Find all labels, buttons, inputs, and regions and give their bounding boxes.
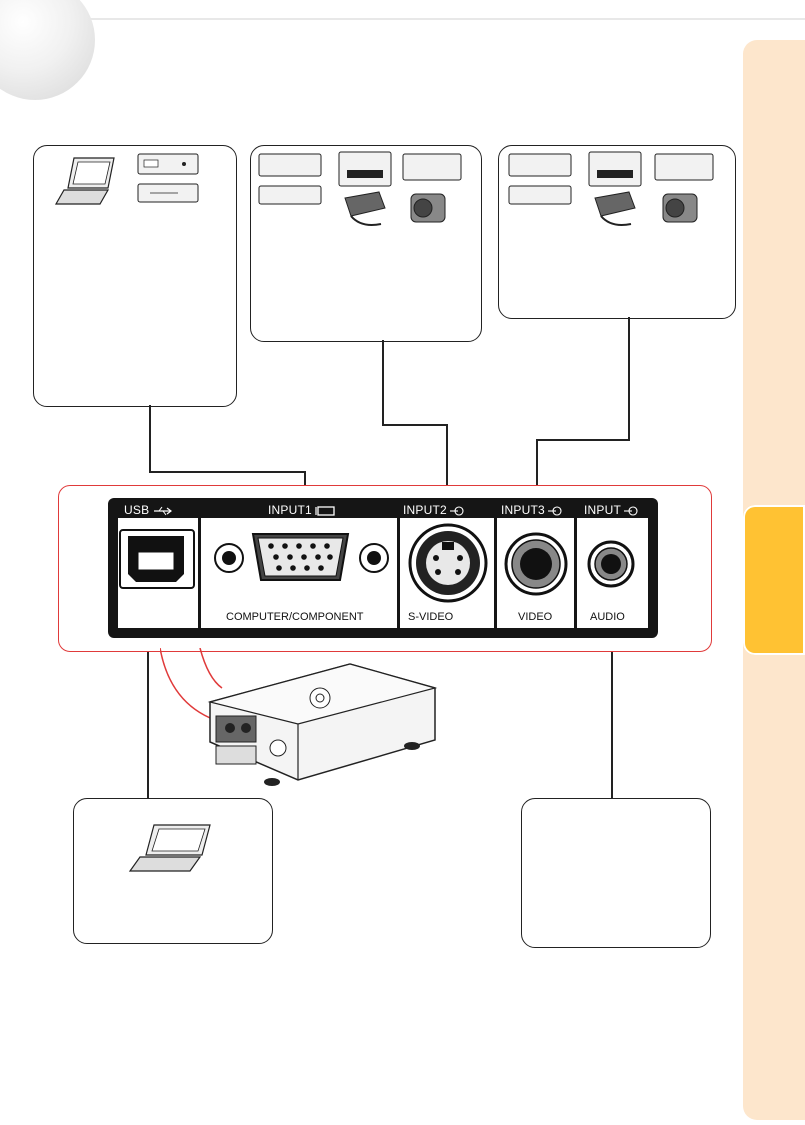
- corner-decoration: [0, 0, 95, 100]
- laptop-icon: [128, 824, 211, 872]
- laptop-dvd-icon: [54, 153, 199, 205]
- vcr-dvd-camcorder-icon: [258, 151, 462, 226]
- usb-label: USB: [124, 503, 173, 517]
- audio-label: AUDIO: [590, 611, 625, 623]
- wire-computer-horizontal: [149, 471, 306, 473]
- audio-jack[interactable]: [587, 540, 635, 588]
- connectors: [119, 523, 635, 603]
- computer-component-label: COMPUTER/COMPONENT: [226, 611, 364, 623]
- input2-label: INPUT2: [403, 503, 466, 517]
- callout-line: [160, 648, 223, 721]
- panel-divider: [574, 500, 577, 628]
- wire-audio: [611, 565, 613, 798]
- projector-illustration: [207, 663, 438, 786]
- vcr-dvd-camcorder-icon-2: [508, 151, 714, 226]
- wire-video-vertical: [628, 317, 630, 441]
- video-devices-box: [498, 145, 736, 319]
- s-video-port[interactable]: [408, 523, 488, 603]
- input3-label: INPUT3: [501, 503, 564, 517]
- usb-port[interactable]: [119, 529, 195, 589]
- input-arrow-icon: [548, 506, 562, 516]
- s-video-devices-box: [250, 145, 482, 342]
- wire-video-horizontal: [536, 439, 630, 441]
- panel-divider: [494, 500, 497, 628]
- wire-svideo-horizontal: [382, 424, 448, 426]
- header-rule: [40, 18, 805, 20]
- side-tab-active[interactable]: [743, 505, 805, 655]
- panel-divider: [198, 500, 201, 628]
- audio-input-label: INPUT: [584, 503, 640, 517]
- usb-computer-box: [73, 798, 273, 944]
- input-arrow-icon: [450, 506, 464, 516]
- input-arrow-icon: [624, 506, 638, 516]
- wire-computer-to-input1: [149, 405, 151, 472]
- vga-port[interactable]: [214, 533, 389, 581]
- wire-usb: [147, 580, 149, 798]
- s-video-label: S-VIDEO: [408, 611, 454, 623]
- video-label: VIDEO: [518, 611, 553, 623]
- monitor-icon: [315, 506, 336, 516]
- wire-svideo-vertical: [382, 340, 384, 426]
- video-rca-port[interactable]: [504, 532, 568, 596]
- input1-label: INPUT1: [268, 503, 337, 517]
- usb-icon: [153, 506, 172, 516]
- computer-component-devices-box: [33, 145, 237, 407]
- panel-divider: [397, 500, 400, 628]
- audio-equipment-box: [521, 798, 711, 948]
